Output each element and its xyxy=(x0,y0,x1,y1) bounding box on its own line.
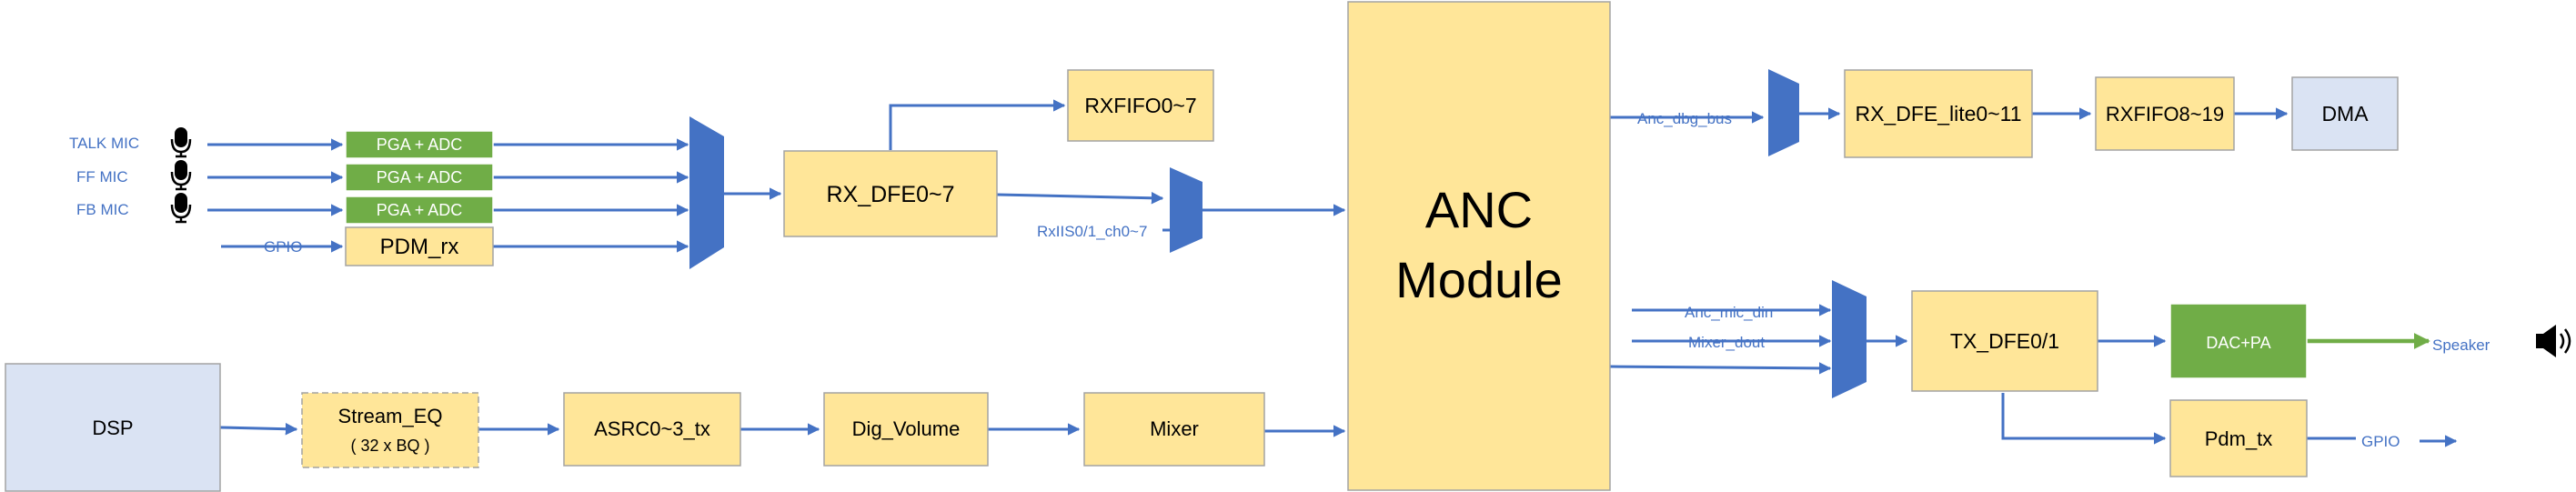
input-mux xyxy=(689,116,724,269)
stream-eq-label-line2: ( 32 x BQ ) xyxy=(350,437,429,455)
dsp-block xyxy=(5,363,221,492)
rxiis-signal-label: RxIIS0/1_ch0~7 xyxy=(1037,223,1147,240)
pga-adc-block-3 xyxy=(345,196,494,225)
rxfifo-8-19-label: RXFIFO8~19 xyxy=(2106,103,2224,126)
anc-module-label-line2: Module xyxy=(1395,251,1563,308)
stream-eq-block xyxy=(301,392,479,468)
dac-pa-label: DAC+PA xyxy=(2206,334,2270,352)
gpio-input-label: GPIO xyxy=(264,238,303,256)
anc-module-label-line1: ANC xyxy=(1425,181,1533,238)
rxfifo-8-19-block xyxy=(2095,76,2235,151)
dac-pa-block xyxy=(2169,303,2308,379)
rx-dfe-lite-block xyxy=(1844,69,2033,158)
gpio-output-label: GPIO xyxy=(2361,433,2400,450)
pga-adc-label-2: PGA + ADC xyxy=(377,168,463,186)
dsp-label: DSP xyxy=(92,417,133,439)
fb-mic-label: FB MIC xyxy=(76,201,129,218)
asrc-block xyxy=(563,392,741,467)
ff-mic-label: FF MIC xyxy=(76,168,128,186)
pga-adc-block-2 xyxy=(345,163,494,192)
anc-module-block xyxy=(1347,1,1611,491)
pga-adc-label-1: PGA + ADC xyxy=(377,136,463,154)
mixer-dout-label: Mixer_dout xyxy=(1688,334,1765,351)
anc-mic-din-label: Anc_mic_din xyxy=(1685,304,1773,321)
pdm-rx-label: PDM_rx xyxy=(380,235,459,259)
tx-input-mux xyxy=(1832,280,1867,398)
rxfifo-0-7-label: RXFIFO0~7 xyxy=(1084,94,1196,117)
rxfifo-0-7-block xyxy=(1067,69,1214,142)
dma-label: DMA xyxy=(2321,102,2369,126)
dig-volume-label: Dig_Volume xyxy=(852,417,961,440)
rx-dfe-label: RX_DFE0~7 xyxy=(826,182,954,207)
pga-adc-label-3: PGA + ADC xyxy=(377,201,463,219)
dma-block xyxy=(2291,76,2399,151)
pga-adc-block-1 xyxy=(345,130,494,159)
rx-output-mux xyxy=(1170,167,1202,253)
pdm-tx-label: Pdm_tx xyxy=(2205,427,2273,450)
asrc-label: ASRC0~3_tx xyxy=(594,417,710,440)
stream-eq-label-line1: Stream_EQ xyxy=(338,405,443,427)
talk-mic-label: TALK MIC xyxy=(69,135,139,152)
rx-dfe-lite-label: RX_DFE_lite0~11 xyxy=(1855,102,2021,126)
pdm-tx-block xyxy=(2169,399,2308,477)
speaker-icon xyxy=(2536,325,2571,357)
anc-dbg-bus-label: Anc_dbg_bus xyxy=(1637,110,1732,127)
microphone-icon xyxy=(170,126,192,158)
mixer-label: Mixer xyxy=(1150,417,1199,440)
tx-dfe-label: TX_DFE0/1 xyxy=(1950,329,2059,353)
speaker-label: Speaker xyxy=(2432,336,2490,354)
wires xyxy=(207,99,2458,447)
debug-mux xyxy=(1768,69,1799,156)
tx-dfe-block xyxy=(1911,290,2098,392)
microphone-icon xyxy=(170,191,192,224)
mixer-block xyxy=(1083,392,1265,467)
dig-volume-block xyxy=(823,392,989,467)
pdm-rx-block xyxy=(345,226,494,266)
rx-dfe-block xyxy=(783,150,998,237)
microphone-icon xyxy=(170,158,192,191)
